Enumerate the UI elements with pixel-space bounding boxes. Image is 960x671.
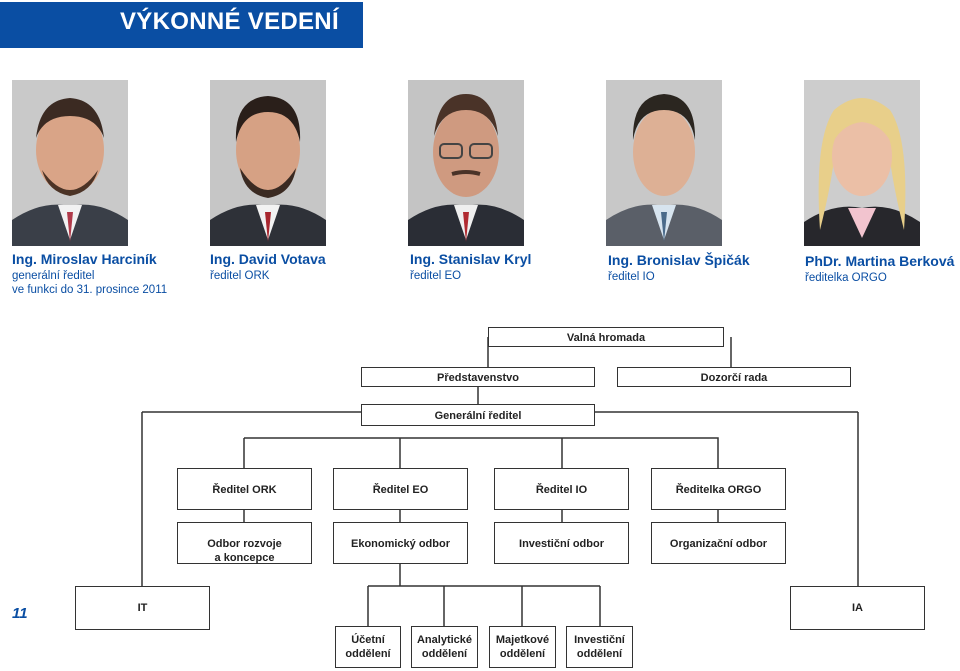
- box-ucetni-oddeleni-line-2: oddělení: [345, 648, 391, 660]
- person-role-votava: ředitel ORK: [210, 270, 270, 282]
- box-investicni-oddeleni-line-2: oddělení: [576, 648, 623, 660]
- box-odbor-rozvoje-line-2: a koncepce: [214, 552, 275, 564]
- box-reditel-eo-label: Ředitel EO: [372, 484, 429, 496]
- person-name-spicak: Ing. Bronislav Špičák: [608, 252, 750, 268]
- box-predstavenstvo-label: Představenstvo: [437, 372, 519, 384]
- person-name-harcinik: Ing. Miroslav Harciník: [12, 251, 157, 267]
- box-majetkove-oddeleni-line-2: oddělení: [499, 648, 546, 660]
- box-ucetni-oddeleni-line-1: Účetní: [351, 634, 385, 646]
- box-reditel-ork: Ředitel ORK: [177, 468, 312, 510]
- box-dozorci-rada: Dozorčí rada: [617, 367, 851, 387]
- box-odbor-rozvoje-line-1: Odbor rozvoje: [207, 538, 282, 550]
- box-investicni-odbor: Investiční odbor: [494, 522, 629, 564]
- box-generalni-reditel-label: Generální ředitel: [434, 410, 522, 422]
- person-role-spicak: ředitel IO: [608, 271, 655, 283]
- box-investicni-oddeleni-line-1: Investiční: [574, 634, 625, 646]
- box-reditel-io: Ředitel IO: [494, 468, 629, 510]
- box-analyticke-oddeleni: Analytické oddělení: [411, 626, 478, 668]
- person-name-kryl: Ing. Stanislav Kryl: [410, 251, 532, 267]
- person-role-kryl: ředitel EO: [410, 270, 462, 282]
- box-organizacni-odbor-label: Organizační odbor: [669, 538, 768, 550]
- box-reditelka-orgo-label: Ředitelka ORGO: [675, 484, 762, 496]
- box-ia-label: IA: [852, 602, 863, 614]
- box-analyticke-oddeleni-line-1: Analytické: [416, 634, 473, 646]
- box-valna-hromada-label: Valná hromada: [566, 332, 646, 344]
- box-generalni-reditel: Generální ředitel: [361, 404, 595, 426]
- header-bar: [0, 2, 363, 48]
- box-ia: IA: [790, 586, 925, 630]
- portrait-photo-harcinik: [12, 80, 128, 246]
- box-valna-hromada: Valná hromada: [488, 327, 724, 347]
- box-reditel-eo: Ředitel EO: [333, 468, 468, 510]
- portrait-photo-kryl: [408, 80, 524, 246]
- box-reditel-ork-label: Ředitel ORK: [212, 484, 277, 496]
- person-role-harcinik-line-1: generální ředitel: [12, 270, 95, 282]
- box-ekonomicky-odbor: Ekonomický odbor: [333, 522, 468, 564]
- box-majetkove-oddeleni-line-1: Majetkové: [495, 634, 550, 646]
- box-investicni-oddeleni: Investiční oddělení: [566, 626, 633, 668]
- portrait-photo-votava: [210, 80, 326, 246]
- box-analyticke-oddeleni-line-2: oddělení: [421, 648, 468, 660]
- box-dozorci-rada-label: Dozorčí rada: [700, 372, 768, 384]
- box-ekonomicky-odbor-label: Ekonomický odbor: [350, 538, 451, 550]
- portrait-photo-spicak: [606, 80, 722, 246]
- box-reditelka-orgo: Ředitelka ORGO: [651, 468, 786, 510]
- box-predstavenstvo: Představenstvo: [361, 367, 595, 387]
- person-role-harcinik-line-2: ve funkci do 31. prosince 2011: [12, 284, 168, 296]
- box-it: IT: [75, 586, 210, 630]
- page-number: 11: [12, 605, 28, 622]
- box-investicni-odbor-label: Investiční odbor: [519, 538, 604, 550]
- box-it-label: IT: [137, 602, 148, 614]
- box-odbor-rozvoje: Odbor rozvoje a koncepce: [177, 522, 312, 564]
- person-name-votava: Ing. David Votava: [210, 251, 326, 267]
- portrait-photo-berkova: [804, 80, 920, 246]
- person-name-berkova: PhDr. Martina Berková: [805, 253, 955, 269]
- page-title: VÝKONNÉ VEDENÍ: [120, 8, 339, 35]
- box-reditel-io-label: Ředitel IO: [535, 484, 588, 496]
- box-ucetni-oddeleni: Účetní oddělení: [335, 626, 401, 668]
- box-organizacni-odbor: Organizační odbor: [651, 522, 786, 564]
- box-majetkove-oddeleni: Majetkové oddělení: [489, 626, 556, 668]
- person-role-berkova: ředitelka ORGO: [805, 272, 887, 284]
